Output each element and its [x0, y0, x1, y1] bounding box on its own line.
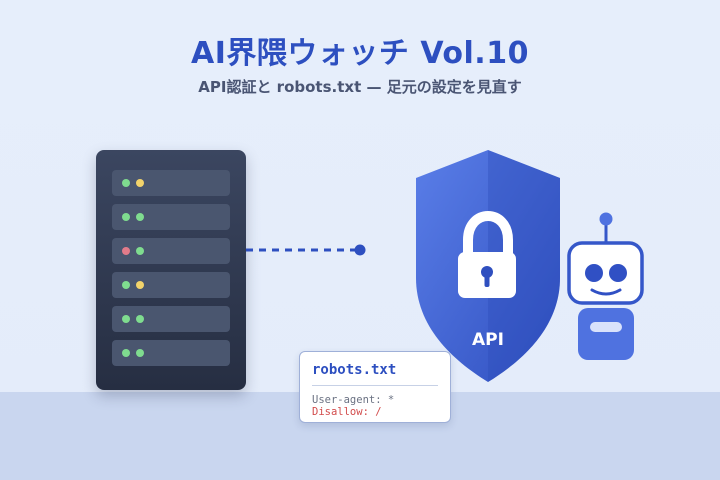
- shield-label: API: [472, 330, 504, 350]
- keyhole: [481, 266, 493, 278]
- robot-head: [567, 241, 644, 305]
- status-led: [122, 349, 130, 357]
- card-filename: robots.txt: [312, 362, 397, 378]
- robot-left-eye: [585, 264, 603, 282]
- card-disallow-line: Disallow: /: [312, 406, 382, 418]
- shield-shade: [488, 150, 560, 382]
- robot-body: [578, 308, 634, 360]
- robot-antenna-tip: [599, 212, 613, 226]
- robots-txt-card: robots.txt User-agent: * Disallow: /: [299, 351, 451, 423]
- keyhole-slot: [484, 274, 490, 287]
- status-led: [136, 179, 144, 187]
- link-endpoint-dot: [354, 244, 366, 256]
- status-led: [136, 247, 144, 255]
- robot-right-eye: [609, 264, 627, 282]
- status-led: [122, 281, 130, 289]
- status-led: [122, 213, 130, 221]
- robot-smile: [590, 288, 622, 296]
- status-led: [122, 179, 130, 187]
- page-title: AI界隈ウォッチ Vol.10: [191, 36, 529, 71]
- robot-icon: [567, 212, 644, 360]
- status-led: [136, 349, 144, 357]
- server-slot: [112, 204, 230, 230]
- server-slot: [112, 340, 230, 366]
- page-subtitle: API認証と robots.txt — 足元の設定を見直す: [198, 78, 522, 96]
- lock-shackle: [463, 210, 513, 261]
- status-led: [136, 315, 144, 323]
- status-led: [122, 247, 130, 255]
- status-led: [136, 281, 144, 289]
- server-slot: [112, 238, 230, 264]
- server-slot: [112, 306, 230, 332]
- status-led: [122, 315, 130, 323]
- server-rack-icon: [96, 150, 246, 390]
- status-led: [136, 213, 144, 221]
- card-user-agent-line: User-agent: *: [312, 394, 395, 406]
- robot-chest-panel: [590, 322, 622, 332]
- card-divider: [312, 385, 438, 386]
- server-slot: [112, 170, 230, 196]
- server-slot: [112, 272, 230, 298]
- connection-line: [246, 244, 366, 256]
- shield-lock-icon: API: [416, 150, 560, 382]
